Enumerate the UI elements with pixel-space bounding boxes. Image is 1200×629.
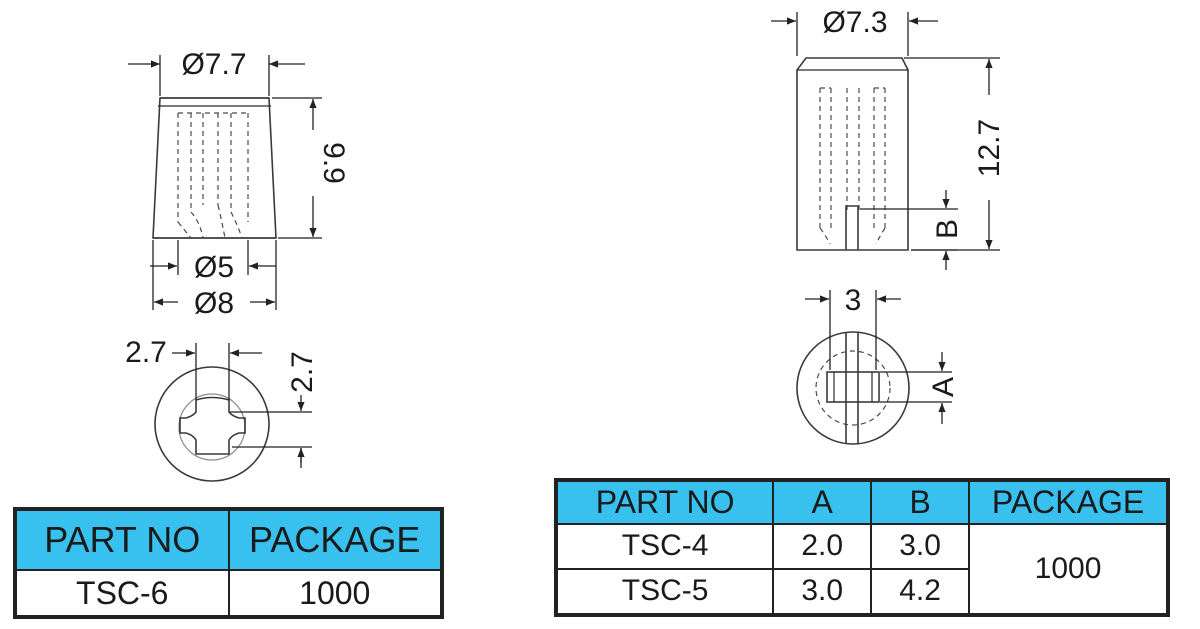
left-cross-height-label: 2.7 xyxy=(286,351,319,393)
table-header-row: PART NO A B PACKAGE xyxy=(554,479,1169,525)
left-dimension-top: Ø7.7 xyxy=(128,48,305,96)
left-top-diameter-label: Ø7.7 xyxy=(181,48,246,81)
right-cap-hidden-ribs xyxy=(819,87,886,245)
left-cross-hole xyxy=(179,396,246,455)
right-slot-width-label: 3 xyxy=(845,284,862,317)
cell-part-no: TSC-5 xyxy=(554,567,775,617)
right-dimension-slot-gap: A xyxy=(880,352,960,424)
cell-package: 1000 xyxy=(968,522,1169,617)
header-a: A xyxy=(772,479,873,525)
table-row: TSC-5 3.0 4.2 xyxy=(554,567,1168,617)
left-dimension-cross-height: 2.7 xyxy=(230,351,319,468)
left-cap-bottom-view xyxy=(154,366,270,482)
header-package: PACKAGE xyxy=(227,508,443,571)
table-row: TSC-4 2.0 3.0 1000 xyxy=(554,522,1169,617)
right-slot-gap-label: A xyxy=(927,377,960,397)
left-dimension-cross-width: 2.7 xyxy=(125,336,262,400)
header-package: PACKAGE xyxy=(968,479,1169,525)
left-dimension-height: 9.9 xyxy=(272,97,350,239)
left-inner-diameter-label: Ø5 xyxy=(194,251,234,284)
left-cross-width-label: 2.7 xyxy=(125,336,167,369)
right-dimension-slot-depth: B xyxy=(860,190,964,270)
left-cap-side-view xyxy=(152,97,277,239)
left-height-label: 9.9 xyxy=(317,142,350,184)
right-cap-slot xyxy=(845,205,859,250)
cell-a: 2.0 xyxy=(772,522,873,570)
left-dimension-inner-diameter: Ø5 xyxy=(150,240,276,284)
left-outer-diameter-label: Ø8 xyxy=(194,287,234,320)
header-part-no: PART NO xyxy=(554,479,775,525)
cell-part-no: TSC-6 xyxy=(14,569,230,618)
right-bottom-inner-circle xyxy=(815,350,891,426)
tsc6-spec-table: PART NO PACKAGE TSC-6 1000 xyxy=(13,507,444,619)
right-cap-outline xyxy=(796,57,909,251)
left-cap-hidden-ribs xyxy=(177,112,249,239)
right-bottom-outer-circle xyxy=(796,331,910,445)
cell-b: 3.0 xyxy=(870,522,971,570)
right-bottom-key xyxy=(826,371,880,403)
right-dimension-slot-width: 3 xyxy=(805,284,901,370)
cell-a: 3.0 xyxy=(772,567,873,617)
header-part-no: PART NO xyxy=(14,508,230,571)
right-height-label: 12.7 xyxy=(973,119,1006,177)
left-cap-outline xyxy=(152,97,277,239)
right-cap-side-view xyxy=(796,57,909,251)
cell-package: 1000 xyxy=(227,569,443,618)
right-top-diameter-label: Ø7.3 xyxy=(822,6,887,39)
right-slot-depth-label: B xyxy=(931,219,964,239)
cell-b: 4.2 xyxy=(870,567,971,617)
table-header-row: PART NO PACKAGE xyxy=(14,508,443,571)
right-cap-bottom-view xyxy=(796,331,910,445)
left-dimension-outer-diameter: Ø8 xyxy=(152,240,277,320)
right-dimension-top: Ø7.3 xyxy=(771,6,938,56)
right-bottom-slot xyxy=(845,332,859,444)
tsc4-tsc5-spec-table: PART NO A B PACKAGE TSC-4 2.0 3.0 1000 T… xyxy=(554,478,1170,617)
cell-part-no: TSC-4 xyxy=(554,522,775,570)
table-row: TSC-6 1000 xyxy=(14,569,443,618)
header-b: B xyxy=(870,479,971,525)
left-bottom-outer-circle xyxy=(154,366,270,482)
